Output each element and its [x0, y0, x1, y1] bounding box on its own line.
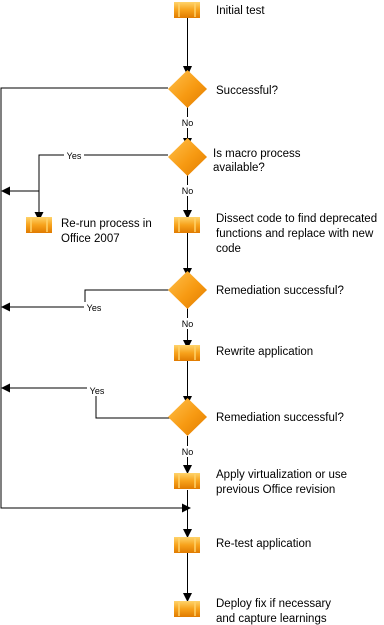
label-remediation-2: Remediation successful? [216, 412, 344, 424]
node-labels: Initial test Successful? Is macro proces… [61, 5, 380, 625]
arrowhead [183, 593, 192, 602]
edge-rem1-yes [9, 289, 170, 308]
arrowhead [1, 302, 10, 312]
label-macro-process: Is macro process available? [213, 148, 304, 174]
decision-diamond-successful [168, 70, 207, 108]
decision-diamond-remediation-1 [168, 271, 207, 309]
decision-diamond-remediation-2 [168, 398, 207, 436]
process-boxes [26, 2, 200, 617]
arrowhead [1, 383, 10, 393]
edge-successful-yes-loop [0, 87, 182, 509]
edge-labels: No No No No Yes Yes Yes [64, 117, 194, 457]
process-box-retest [174, 537, 200, 553]
edge-rem2-yes [9, 387, 170, 419]
label-retest-application: Re-test application [216, 538, 311, 550]
arrowhead [183, 210, 192, 219]
edge-label-no: No [182, 319, 194, 329]
edge-label-yes: Yes [67, 151, 82, 161]
edge-label-yes: Yes [87, 303, 102, 313]
arrowhead [183, 529, 192, 538]
label-dissect-code: Dissect code to find deprecated function… [216, 213, 380, 255]
label-successful: Successful? [216, 85, 278, 97]
process-box-dissect [174, 217, 200, 233]
label-rerun-process: Re-run process in Office 2007 [61, 218, 155, 245]
label-initial-test: Initial test [216, 5, 265, 17]
label-virtualization: Apply virtualization or use previous Off… [216, 469, 350, 496]
arrowhead [183, 340, 192, 349]
arrowhead [34, 212, 44, 221]
arrowheads [1, 66, 192, 602]
arrowhead [182, 503, 191, 513]
process-box-initial-test [174, 2, 200, 18]
edge-label-no: No [182, 186, 194, 196]
edge-label-yes: Yes [90, 386, 105, 396]
connector-lines [0, 18, 188, 593]
label-deploy-fix: Deploy fix if necessary and capture lear… [216, 598, 334, 625]
edge-label-no: No [182, 447, 194, 457]
process-box-rewrite [174, 345, 200, 361]
decision-diamonds [168, 70, 207, 436]
process-box-virtualize [174, 473, 200, 489]
process-box-rerun [26, 217, 52, 233]
process-box-deploy [174, 601, 200, 617]
arrowhead [183, 465, 192, 474]
edge-macro-yes [38, 154, 168, 212]
label-remediation-1: Remediation successful? [216, 285, 344, 297]
edge-label-no: No [182, 118, 194, 128]
label-rewrite-application: Rewrite application [216, 346, 313, 358]
decision-diamond-macro [168, 138, 207, 176]
arrowhead [1, 186, 10, 196]
